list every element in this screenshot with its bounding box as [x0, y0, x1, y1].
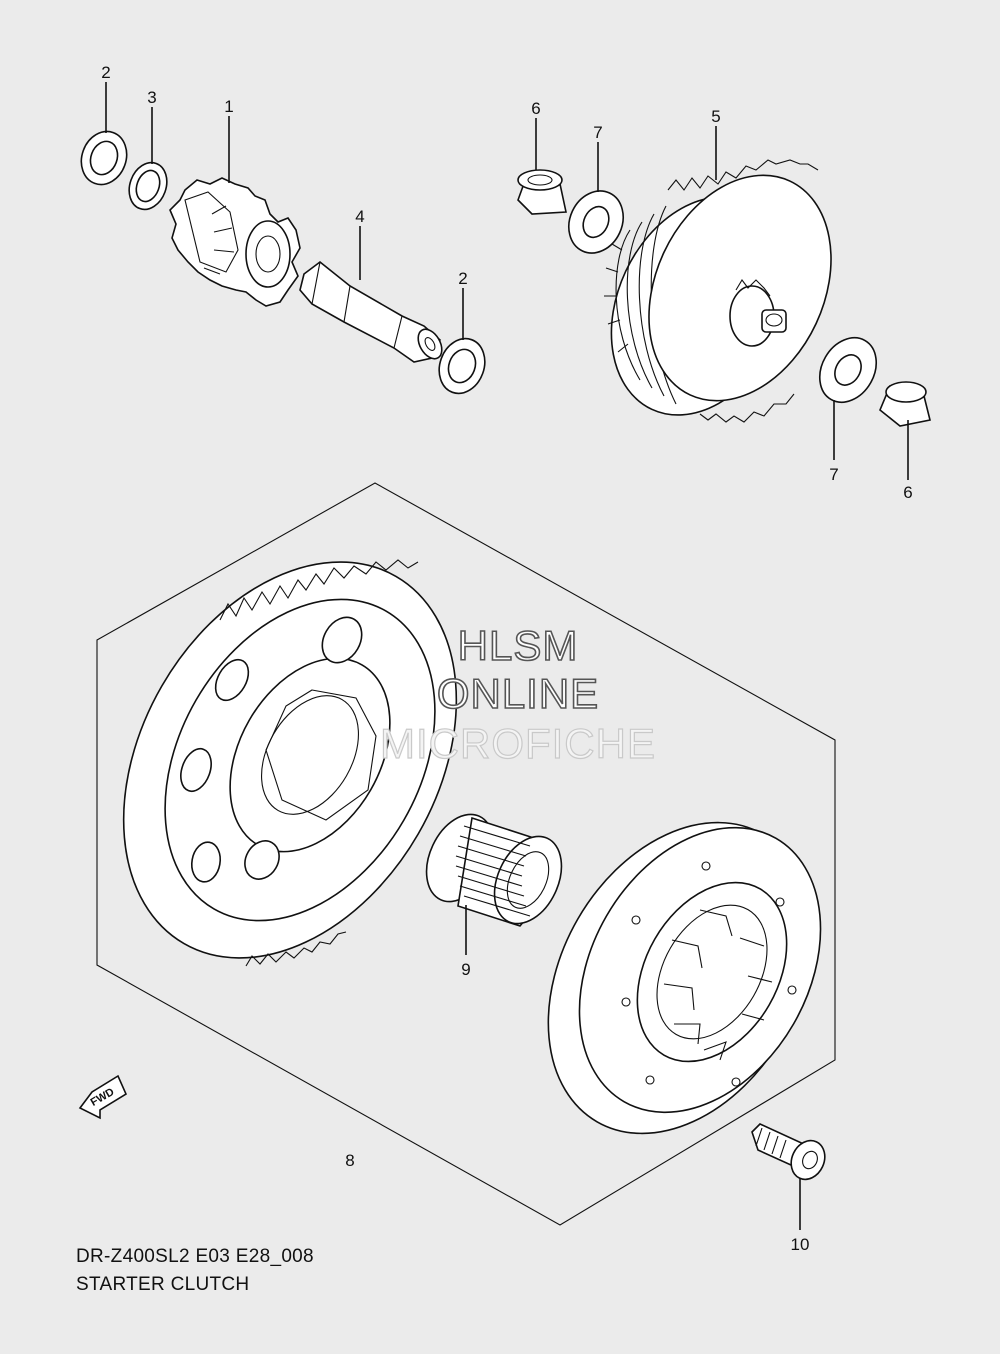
fwd-arrow-icon: FWD [78, 1074, 128, 1120]
part-1-idle-gear[interactable] [169, 177, 301, 307]
watermark-line3: MICROFICHE [380, 720, 656, 767]
callout-6-lower: 6 [903, 483, 912, 502]
part-9-needle-bearing[interactable] [413, 804, 574, 935]
callout-5: 5 [711, 107, 720, 126]
watermark-line2: ONLINE [437, 670, 599, 717]
callout-9: 9 [461, 960, 470, 979]
watermark: HLSM ONLINE MICROFICHE [379, 621, 656, 767]
part-6-bushing-upper[interactable] [517, 169, 567, 215]
callout-6-upper: 6 [531, 99, 540, 118]
part-8-assembly-outline [96, 482, 836, 1226]
callout-7-lower: 7 [829, 465, 838, 484]
callout-3: 3 [147, 88, 156, 107]
part-2-washer-lower[interactable] [432, 332, 492, 400]
part-8-starter-driven-gear[interactable] [56, 502, 524, 1017]
callout-8: 8 [345, 1151, 354, 1170]
part-6-bushing-lower[interactable] [879, 381, 931, 427]
model-code: DR-Z400SL2 E03 E28_008 [76, 1246, 314, 1267]
part-2-washer-upper[interactable] [74, 125, 134, 191]
part-4-idle-shaft[interactable] [299, 260, 447, 363]
part-7-washer-lower[interactable] [808, 328, 887, 413]
part-5-starter-idle-gear[interactable] [578, 146, 866, 444]
part-8-one-way-clutch[interactable] [495, 775, 870, 1181]
callout-10: 10 [791, 1235, 810, 1254]
callout-2-upper: 2 [101, 63, 110, 82]
callout-2-lower: 2 [458, 269, 467, 288]
callout-4: 4 [355, 207, 364, 226]
part-7-washer-upper[interactable] [559, 182, 633, 262]
callout-7-upper: 7 [593, 123, 602, 142]
callout-1: 1 [224, 97, 233, 116]
diagram-title: STARTER CLUTCH [76, 1274, 250, 1295]
part-10-bolt[interactable] [751, 1123, 831, 1185]
watermark-line1: HLSM [458, 622, 579, 669]
part-3-circlip[interactable] [123, 157, 173, 214]
